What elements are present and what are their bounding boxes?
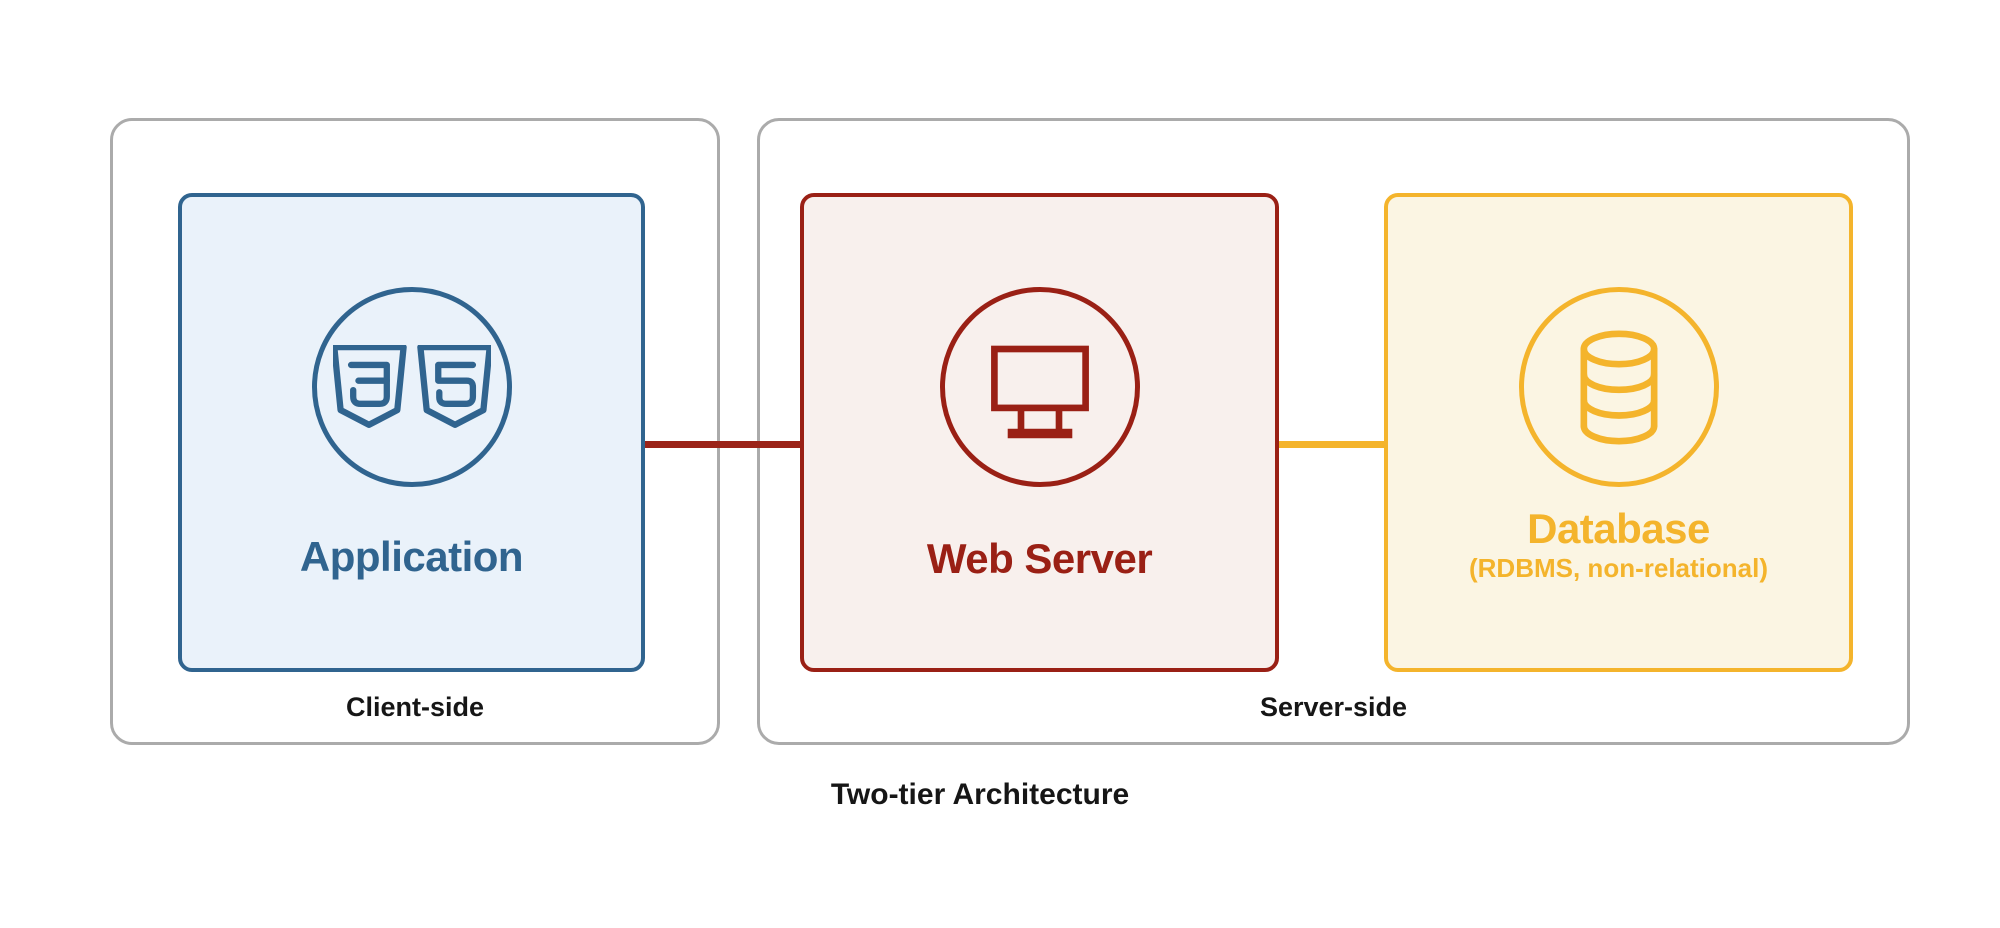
web-server-label: Web Server [926, 535, 1153, 582]
application-icon-circle [311, 287, 512, 487]
node-database: Database (RDBMS, non-relational) [1384, 193, 1853, 672]
monitor-icon [990, 345, 1089, 439]
html5-css3-shields-icon [332, 345, 491, 428]
database-sublabel: (RDBMS, non-relational) [1469, 553, 1768, 583]
group-server-side [757, 118, 1910, 745]
diagram-title: Two-tier Architecture [830, 778, 1130, 811]
node-application: Application [178, 193, 645, 672]
group-client-side [110, 118, 720, 745]
connector-application-webserver [640, 441, 810, 448]
database-cylinder-icon [1580, 330, 1657, 445]
application-label: Application [299, 533, 524, 580]
web-server-icon-circle [939, 287, 1140, 487]
client-side-label: Client-side [345, 692, 485, 722]
database-icon-circle [1518, 287, 1719, 487]
connector-webserver-database [1272, 441, 1390, 448]
server-side-label: Server-side [1259, 692, 1408, 722]
node-web-server: Web Server [800, 193, 1279, 672]
database-label: Database [1527, 505, 1710, 552]
